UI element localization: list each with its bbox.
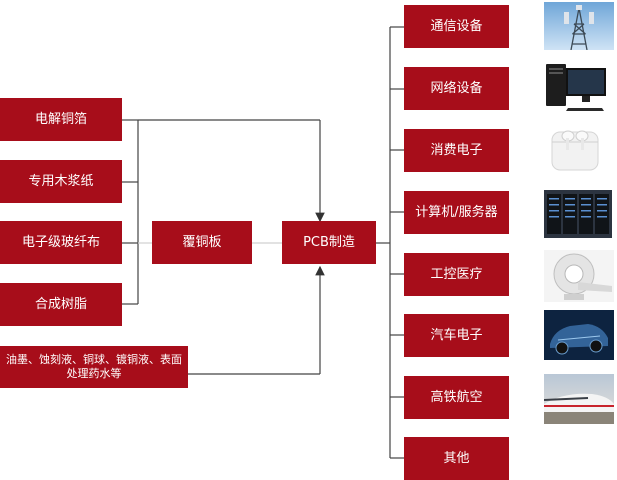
node-label: 油墨、蚀刻液、铜球、镀铜液、表面处理药水等	[6, 353, 182, 380]
app-node-automotive: 汽车电子	[404, 314, 509, 357]
telecom-tower-icon	[544, 2, 614, 50]
node-label: 电子级玻纤布	[21, 235, 100, 250]
node-label: 工控医疗	[430, 267, 483, 282]
node-label: 计算机/服务器	[415, 205, 498, 220]
app-node-rail-aviation: 高铁航空	[404, 376, 509, 419]
input-node-wood-pulp-paper: 专用木浆纸	[0, 160, 122, 203]
app-node-other: 其他	[404, 437, 509, 480]
node-label: 网络设备	[430, 81, 483, 96]
pcb-node: PCB制造	[282, 221, 376, 264]
node-label: 其他	[443, 451, 470, 466]
high-speed-train-icon	[544, 374, 614, 424]
ccl-node: 覆铜板	[152, 221, 252, 264]
app-node-telecom: 通信设备	[404, 5, 509, 48]
earbuds-icon	[544, 124, 606, 174]
app-node-industrial-medical: 工控医疗	[404, 253, 509, 296]
node-label: 消费电子	[430, 143, 483, 158]
input-node-chemicals: 油墨、蚀刻液、铜球、镀铜液、表面处理药水等	[0, 346, 188, 388]
input-node-copper-foil: 电解铜箔	[0, 98, 122, 141]
server-rack-icon	[544, 190, 612, 238]
input-node-glass-fiber-cloth: 电子级玻纤布	[0, 221, 122, 264]
app-node-network: 网络设备	[404, 67, 509, 110]
node-label: PCB制造	[303, 235, 355, 250]
mri-scanner-icon	[544, 250, 614, 302]
node-label: 覆铜板	[182, 235, 222, 250]
car-chassis-icon	[544, 310, 614, 360]
input-node-synthetic-resin: 合成树脂	[0, 283, 122, 326]
node-label: 高铁航空	[430, 390, 483, 405]
node-label: 合成树脂	[34, 297, 87, 312]
node-label: 汽车电子	[430, 328, 483, 343]
node-label: 通信设备	[430, 19, 483, 34]
desktop-computer-icon	[544, 60, 608, 112]
app-node-computer-server: 计算机/服务器	[404, 191, 509, 234]
app-node-consumer-electronics: 消费电子	[404, 129, 509, 172]
node-label: 专用木浆纸	[28, 174, 94, 189]
node-label: 电解铜箔	[34, 112, 87, 127]
